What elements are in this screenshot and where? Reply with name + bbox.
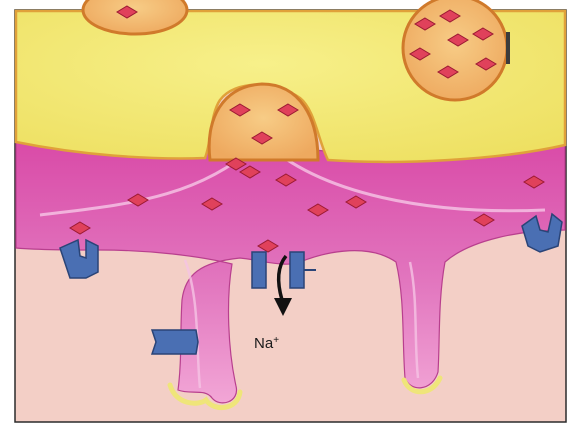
ion-symbol: Na	[254, 335, 274, 352]
channel-right-subunit	[290, 252, 304, 288]
vesicle-marker	[506, 32, 510, 64]
channel-left-subunit	[252, 252, 266, 288]
ion-charge: +	[273, 335, 279, 346]
receptor-fold	[152, 330, 198, 354]
